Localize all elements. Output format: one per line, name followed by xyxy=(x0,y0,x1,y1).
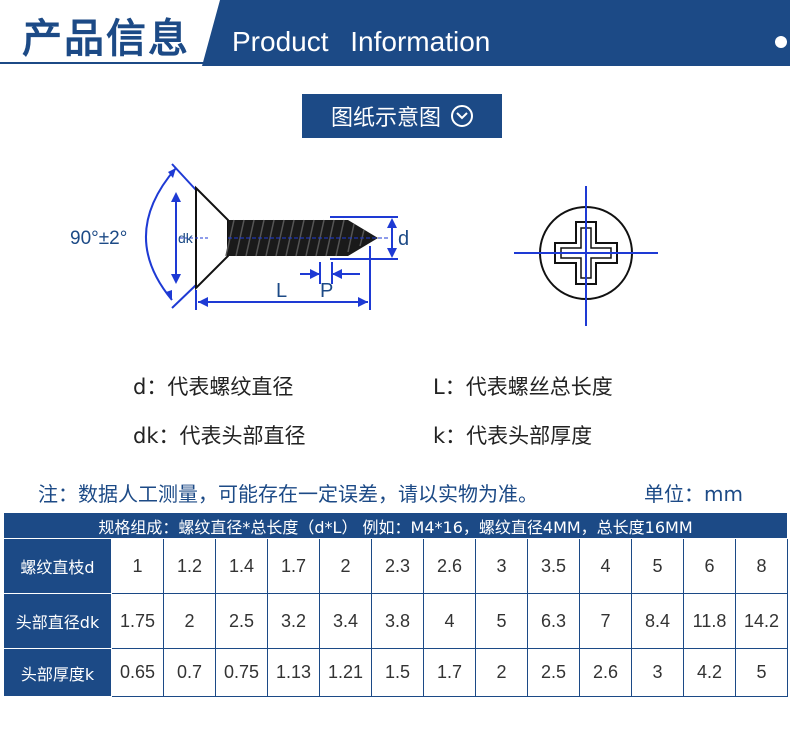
banner-background xyxy=(0,0,790,66)
table-cell: 1.7 xyxy=(267,538,320,594)
table-cell: 1.7 xyxy=(423,648,476,697)
diagram-button[interactable]: 图纸示意图 xyxy=(302,94,502,138)
header-banner: 产品信息 Product Information xyxy=(0,0,790,66)
table-cell: 3.5 xyxy=(527,538,580,594)
table-cell: 2 xyxy=(319,538,372,594)
screw-drawing xyxy=(145,163,658,326)
table-cell: 1.2 xyxy=(163,538,216,594)
table-cell: 5 xyxy=(631,538,684,594)
header-title-en: Product Information xyxy=(232,26,491,57)
table-cell: 4 xyxy=(579,538,632,594)
table-cell: 2.6 xyxy=(423,538,476,594)
screw-diagram: 90°±2° dk d L P xyxy=(0,150,790,350)
table-cell: 2.3 xyxy=(371,538,424,594)
table-row-header: 螺纹直枝d xyxy=(3,538,112,594)
table-cell: 0.65 xyxy=(111,648,164,697)
table-cell: 8.4 xyxy=(631,593,684,649)
table-cell: 1.5 xyxy=(371,648,424,697)
table-cell: 1.75 xyxy=(111,593,164,649)
table-row-header: 头部直径dk xyxy=(3,593,112,649)
table-cell: 3.8 xyxy=(371,593,424,649)
table-cell: 1.21 xyxy=(319,648,372,697)
table-row-header: 头部厚度k xyxy=(3,648,112,697)
table-cell: 1.13 xyxy=(267,648,320,697)
table-cell: 2 xyxy=(163,593,216,649)
table-cell: 4.2 xyxy=(683,648,736,697)
table-cell: 6 xyxy=(683,538,736,594)
table-cell: 2.5 xyxy=(215,593,268,649)
table-cell: 11.8 xyxy=(683,593,736,649)
unit-text: 单位：mm xyxy=(644,482,743,506)
note-text: 注：数据人工测量，可能存在一定误差，请以实物为准。 xyxy=(38,482,538,506)
dk-label: dk xyxy=(178,230,193,246)
chevron-down-circle-icon xyxy=(451,105,473,127)
legend-k: k：代表头部厚度 xyxy=(433,424,593,448)
diagram-button-label: 图纸示意图 xyxy=(330,106,441,131)
table-cell: 4 xyxy=(423,593,476,649)
table-cell: 0.75 xyxy=(215,648,268,697)
angle-label: 90°±2° xyxy=(70,228,128,249)
legend-L: L：代表螺丝总长度 xyxy=(433,375,613,399)
table-cell: 3 xyxy=(631,648,684,697)
table-cell: 3.2 xyxy=(267,593,320,649)
L-label: L xyxy=(276,280,288,302)
table-cell: 5 xyxy=(734,648,789,697)
legend-d: d：代表螺纹直径 xyxy=(133,375,294,399)
table-cell: 2.5 xyxy=(527,648,580,697)
header-title-cn: 产品信息 xyxy=(22,16,190,62)
table-cell: 0.7 xyxy=(163,648,216,697)
P-label: P xyxy=(320,280,334,302)
table-cell: 6.3 xyxy=(527,593,580,649)
table-cell: 1.4 xyxy=(215,538,268,594)
spec-table: 规格组成：螺纹直径*总长度（d*L） 例如：M4*16，螺纹直径4MM，总长度1… xyxy=(2,512,789,697)
table-cell: 8 xyxy=(734,538,789,594)
d-label: d xyxy=(398,228,410,250)
table-cell: 14.2 xyxy=(734,593,789,649)
table-cell: 2.6 xyxy=(579,648,632,697)
table-cell: 2 xyxy=(475,648,528,697)
table-cell: 1 xyxy=(111,538,164,594)
table-cell: 3 xyxy=(475,538,528,594)
table-caption: 规格组成：螺纹直径*总长度（d*L） 例如：M4*16，螺纹直径4MM，总长度1… xyxy=(2,512,789,539)
table-cell: 5 xyxy=(475,593,528,649)
table-cell: 7 xyxy=(579,593,632,649)
legend-dk: dk：代表头部直径 xyxy=(133,424,306,448)
table-cell: 3.4 xyxy=(319,593,372,649)
